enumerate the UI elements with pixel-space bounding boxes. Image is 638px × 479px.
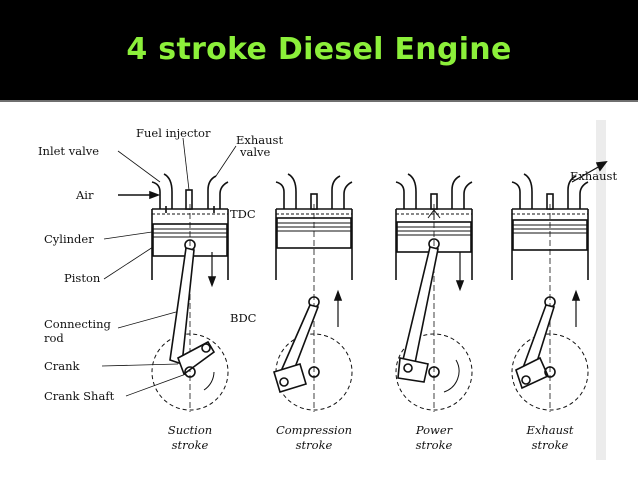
caption-exhaust-2: stroke xyxy=(532,438,569,452)
caption-suction-2: stroke xyxy=(172,438,209,452)
caption-compression-2: stroke xyxy=(296,438,333,452)
caption-compression-1: Compression xyxy=(276,423,352,437)
label-bdc: BDC xyxy=(230,311,257,325)
caption-suction-1: Suction xyxy=(168,423,212,437)
caption-power-2: stroke xyxy=(416,438,453,452)
engine-suction xyxy=(118,173,229,412)
leader-lines xyxy=(101,137,237,397)
engine-compression xyxy=(273,173,353,412)
label-crank-shaft: Crank Shaft xyxy=(44,389,115,403)
caption-power-1: Power xyxy=(415,423,454,437)
engine-power xyxy=(395,173,473,412)
label-air: Air xyxy=(75,188,94,202)
label-connecting-rod-2: rod xyxy=(44,331,64,345)
exhaust-port xyxy=(207,175,229,209)
caption-exhaust-1: Exhaust xyxy=(525,423,573,437)
label-connecting-rod-1: Connecting xyxy=(44,317,111,331)
crank-web xyxy=(177,340,216,376)
label-crank: Crank xyxy=(44,359,81,373)
label-inlet-valve: Inlet valve xyxy=(38,144,99,158)
label-piston: Piston xyxy=(64,271,101,285)
title-bar xyxy=(0,0,638,100)
label-tdc: TDC xyxy=(230,207,256,221)
label-cylinder: Cylinder xyxy=(44,232,94,246)
label-exhaust-valve-2: valve xyxy=(239,145,271,159)
engine-exhaust xyxy=(511,161,608,412)
label-fuel-injector: Fuel injector xyxy=(136,126,211,140)
label-exhaust-out: Exhaust xyxy=(570,169,617,183)
scan-edge-shade xyxy=(596,120,606,460)
air-arrowhead xyxy=(149,190,161,200)
label-exhaust-valve-1: Exhaust xyxy=(236,133,283,147)
fuel-injector xyxy=(185,189,193,210)
page-title: 4 stroke Diesel Engine xyxy=(126,32,512,67)
inlet-port xyxy=(151,173,173,209)
title-divider xyxy=(0,100,638,102)
engine-diagram: Inlet valve Fuel injector Exhaust valve … xyxy=(38,120,617,460)
